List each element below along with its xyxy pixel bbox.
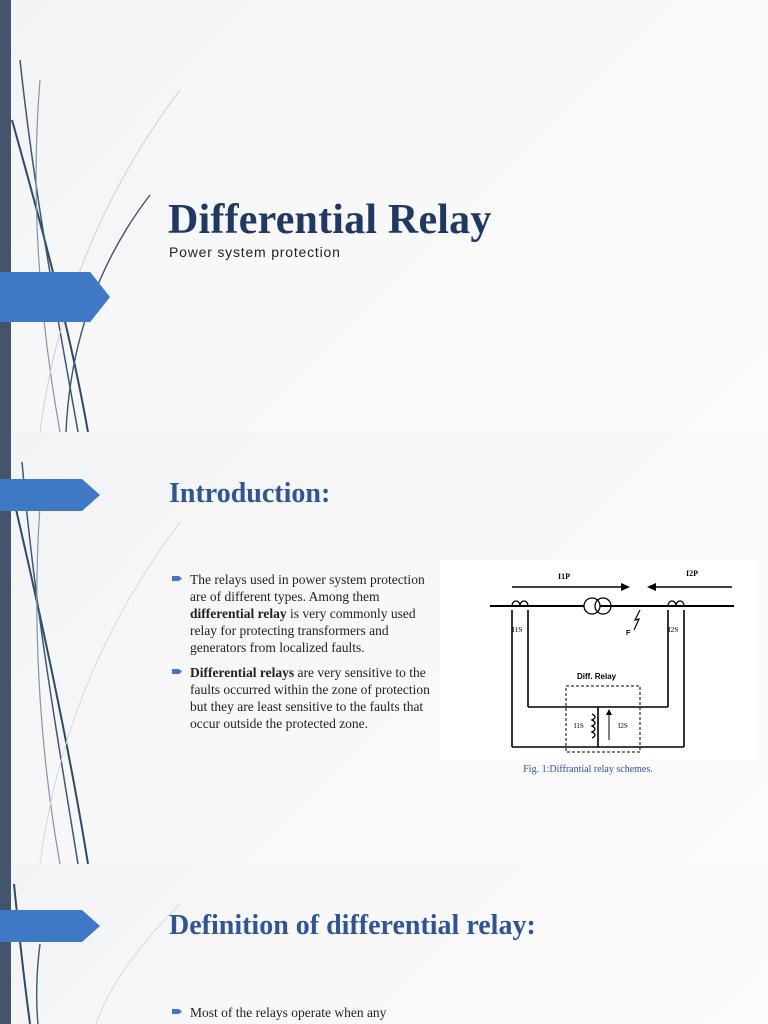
section-arrow-tab bbox=[0, 910, 100, 942]
label-relay-i1s: I1S bbox=[574, 722, 584, 730]
relay-coil-icon bbox=[590, 713, 596, 739]
label-i1p: I1P bbox=[558, 572, 570, 581]
label-relay-i2s: I2S bbox=[618, 722, 628, 730]
intro-bullet-list: The relays used in power system protecti… bbox=[172, 571, 430, 740]
slide-left-bar bbox=[0, 0, 11, 432]
definition-bullet-list: Most of the relays operate when any bbox=[172, 1004, 472, 1024]
list-item: Differential relays are very sensitive t… bbox=[172, 664, 430, 732]
decorative-curves bbox=[13, 883, 181, 1024]
label-i1s: I1S bbox=[512, 625, 522, 634]
decorative-curves bbox=[11, 461, 181, 864]
differential-relay-diagram: I1P I2P I1S I2S F Diff. Relay I1S I2S bbox=[440, 560, 756, 760]
list-item: The relays used in power system protecti… bbox=[172, 571, 430, 656]
title-arrow-tab bbox=[0, 272, 110, 322]
slide-definition bbox=[0, 864, 768, 1024]
page-title: Differential Relay bbox=[168, 197, 492, 243]
bullet-arrow-icon bbox=[172, 1009, 182, 1014]
relay-circuit-svg: I1P I2P I1S I2S F Diff. Relay I1S I2S bbox=[490, 569, 734, 753]
bullet-arrow-icon bbox=[172, 576, 182, 581]
slide-left-bar bbox=[0, 432, 11, 864]
page-subtitle: Power system protection bbox=[169, 244, 341, 260]
relay-zone-box bbox=[565, 685, 641, 753]
slide-left-bar bbox=[0, 864, 11, 1024]
figure-caption: Fig. 1:Diffrantial relay schemes. bbox=[523, 764, 653, 775]
label-i2p: I2P bbox=[686, 569, 698, 578]
label-diff-relay: Diff. Relay bbox=[577, 672, 617, 681]
section-title-definition: Definition of differential relay: bbox=[169, 910, 536, 941]
list-item: Most of the relays operate when any bbox=[172, 1004, 472, 1021]
fault-lightning-icon bbox=[633, 609, 641, 631]
bullet-arrow-icon bbox=[172, 669, 182, 674]
slide-title: Differential Relay Power system protecti… bbox=[0, 0, 768, 432]
label-fault: F bbox=[626, 630, 631, 637]
section-arrow-tab bbox=[0, 479, 100, 511]
section-title-introduction: Introduction: bbox=[169, 478, 331, 509]
label-i2s: I2S bbox=[668, 625, 678, 634]
